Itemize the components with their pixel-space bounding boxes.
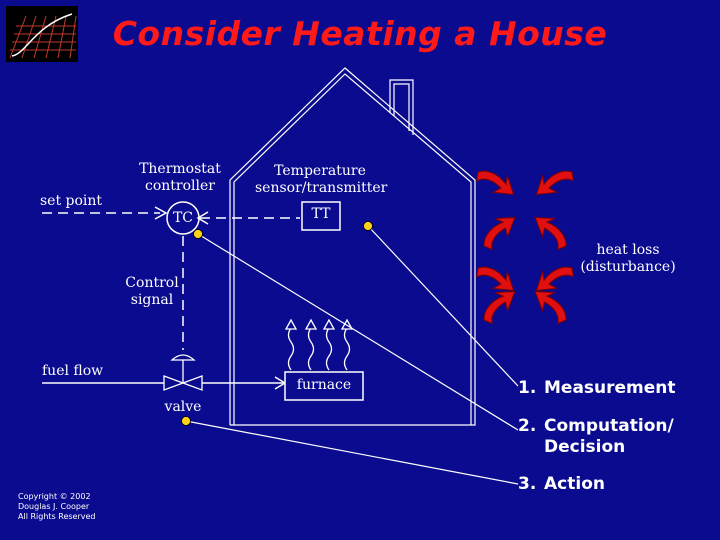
fuel-flow-label: fuel flow [42, 363, 104, 379]
pointer-dots [181, 221, 373, 426]
measurement-signal-line [196, 211, 300, 225]
pointer-lines [185, 225, 519, 485]
step-text: Measurement [544, 378, 676, 398]
set-point-label: set point [40, 193, 103, 209]
valve-actuator [170, 354, 196, 383]
step-3: 3. Action [518, 474, 605, 495]
step-number: 1. [518, 378, 537, 398]
tt-box [301, 201, 341, 231]
slide-title: Consider Heating a House [112, 14, 608, 53]
valve-label: valve [164, 399, 202, 415]
grid-curve-logo-icon [6, 6, 78, 62]
sensor-label: Temperature sensor/transmitter [255, 163, 388, 196]
control-signal-label: Control signal [125, 275, 179, 308]
furnace-box [284, 371, 364, 401]
step-1: 1. Measurement [518, 378, 676, 399]
step-text: Computation/ Decision [544, 416, 674, 457]
heat-loss-label: heat loss (disturbance) [580, 242, 676, 275]
thermostat-label: Thermostat controller [139, 161, 221, 194]
copyright-notice: Copyright © 2002 Douglas J. Cooper All R… [18, 492, 96, 521]
furnace-label: furnace [296, 377, 352, 393]
step-2: 2. Computation/ Decision [518, 416, 674, 458]
house-outline [229, 67, 476, 426]
step-text: Action [544, 474, 605, 494]
red-curved-arrow-icon [472, 160, 578, 327]
step-number: 3. [518, 474, 537, 494]
set-point-line [42, 206, 168, 220]
tt-label: TT [311, 206, 331, 222]
tc-label: TC [172, 210, 194, 226]
wavy-heat-arrow-icon [284, 318, 354, 371]
valve [163, 375, 203, 391]
step-number: 2. [518, 416, 537, 436]
